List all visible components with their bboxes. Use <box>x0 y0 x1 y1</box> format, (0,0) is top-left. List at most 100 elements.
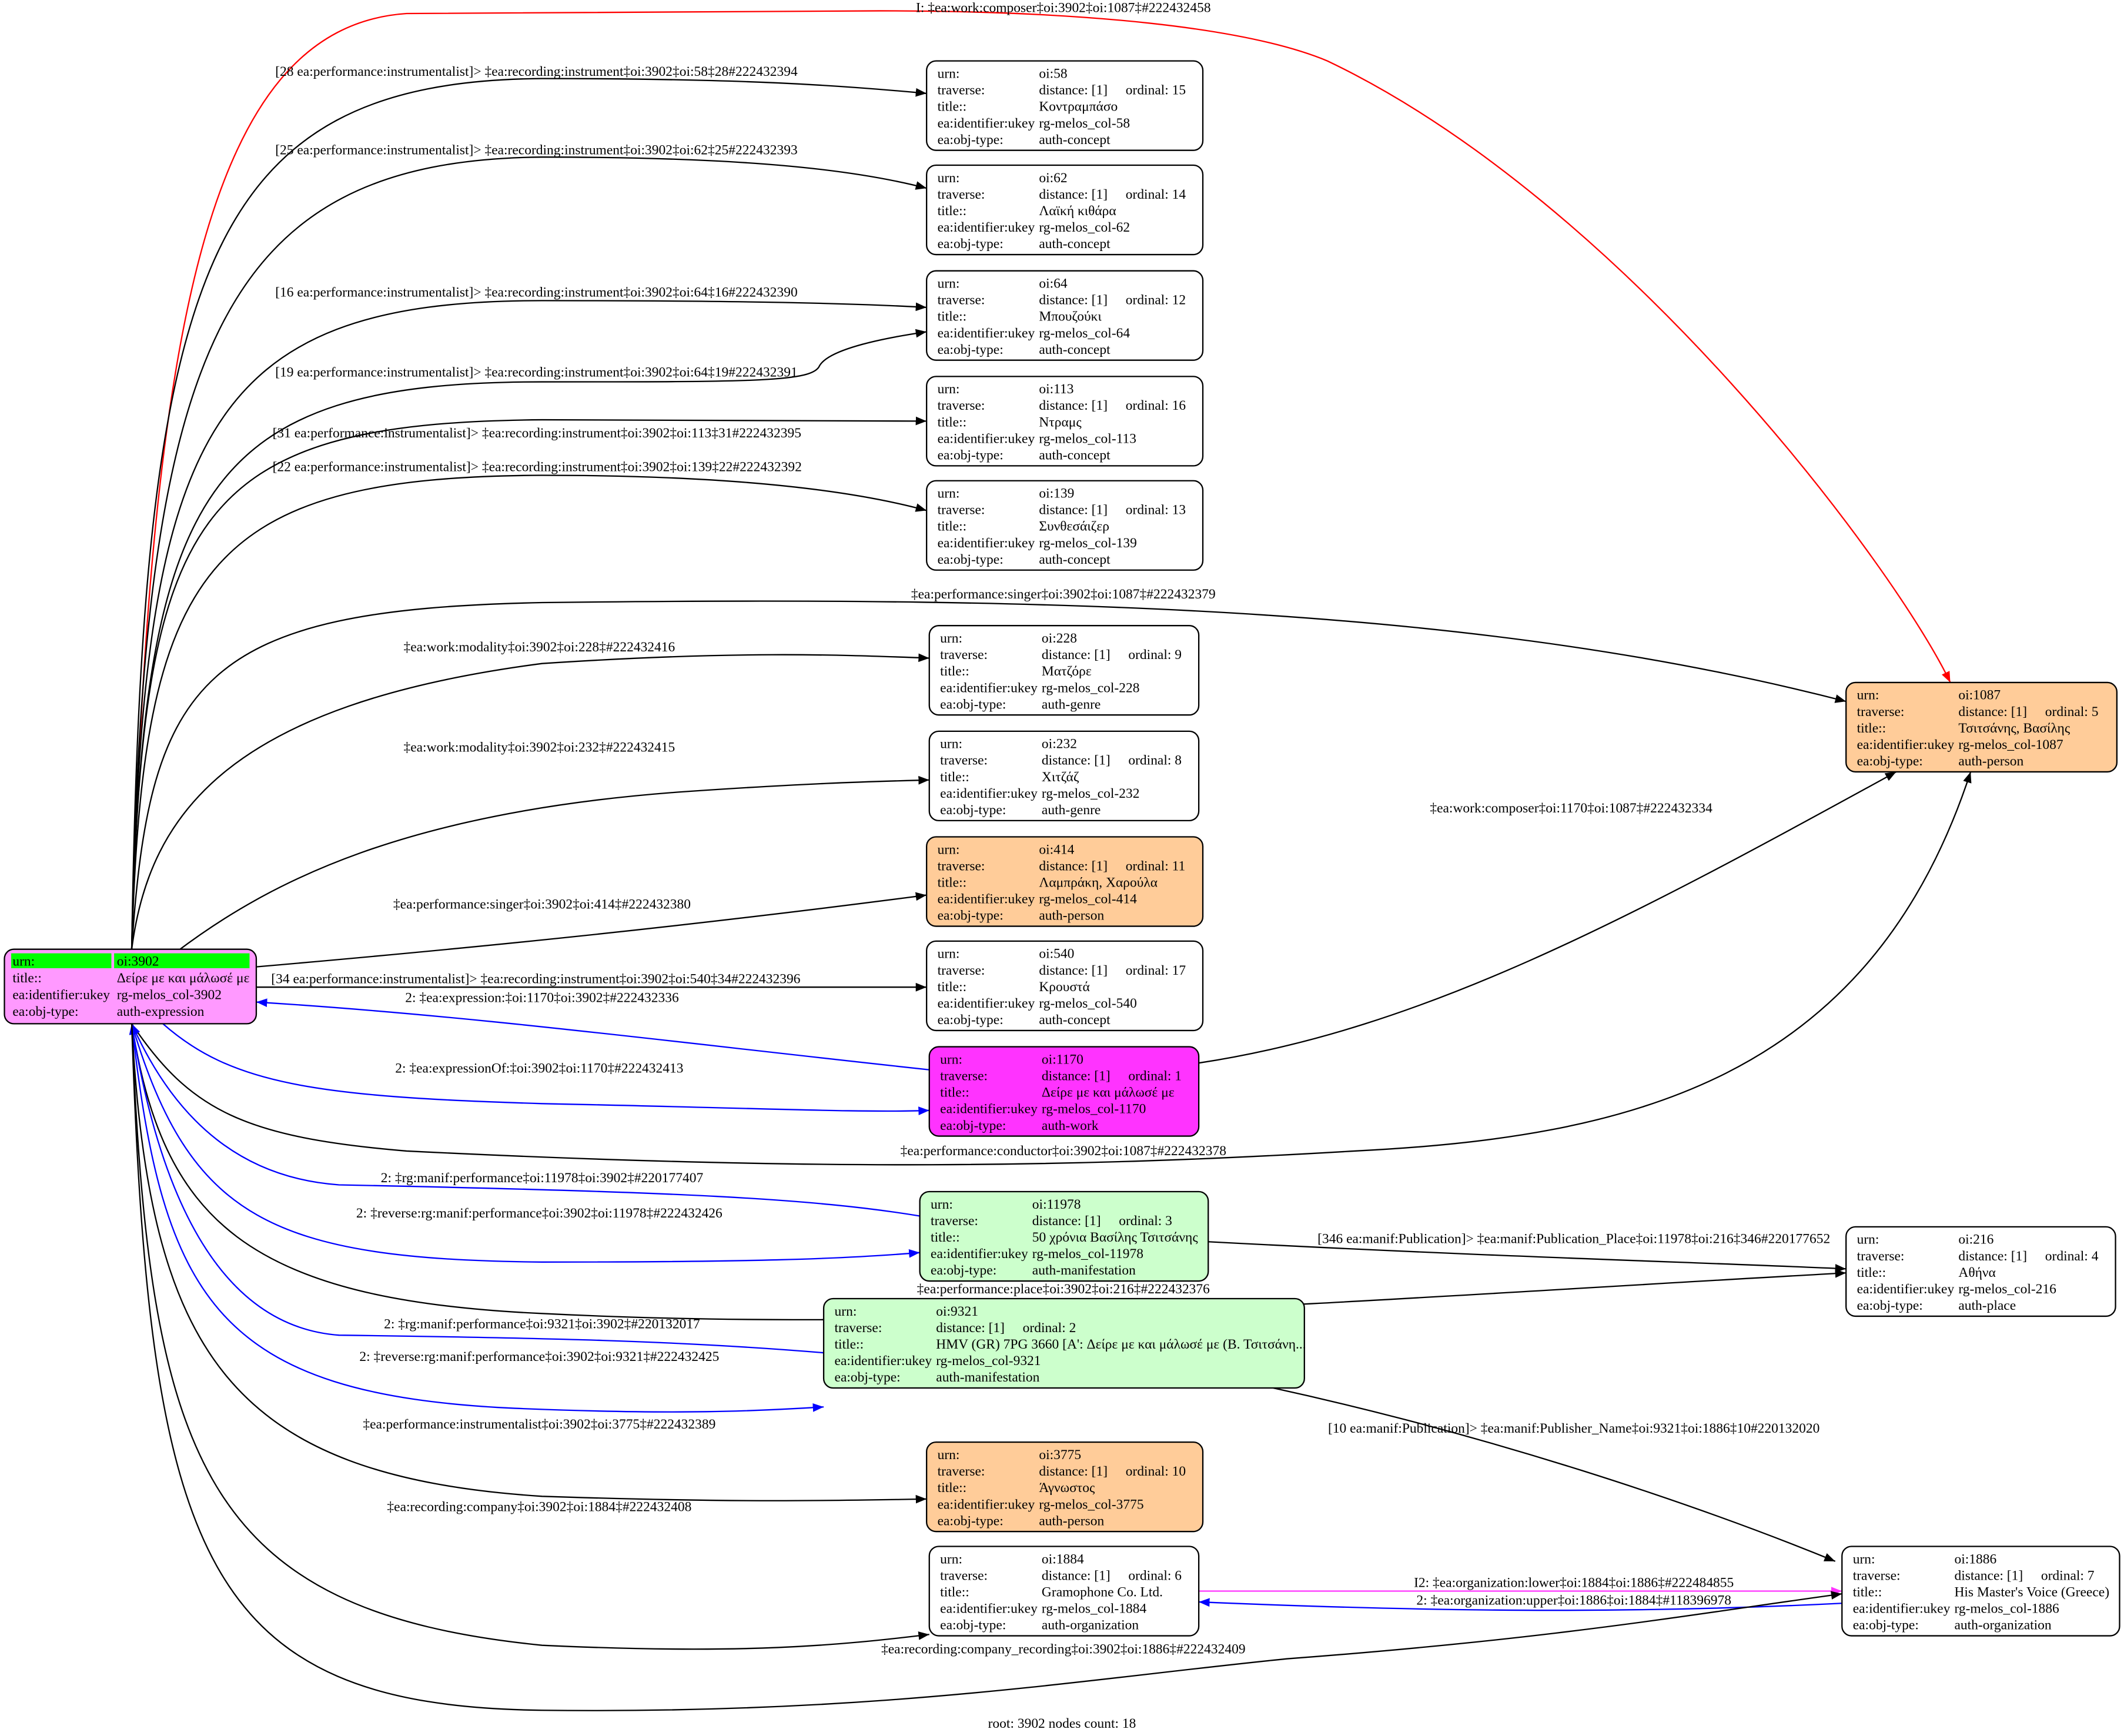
row-value-obj-type: auth-genre <box>1042 802 1101 818</box>
row-value-urn: oi:139 <box>1039 486 1074 501</box>
row-value-urn: oi:11978 <box>1032 1197 1081 1212</box>
edge-instrument-113[interactable] <box>131 416 927 949</box>
row-key-urn: urn: <box>1853 1551 1875 1567</box>
row-key-ukey: ea:identifier:ukey <box>1853 1601 1951 1617</box>
edge-label: ‡ea:recording:company‡oi:3902‡oi:1884‡#2… <box>387 1500 691 1515</box>
edge-label: ‡ea:performance:singer‡oi:3902‡oi:1087‡#… <box>911 587 1216 602</box>
row-value-title: HMV (GR) 7PG 3660 [A': Δείρε με και μάλω… <box>936 1337 1306 1352</box>
row-value-distance: distance: [1] <box>1042 1068 1110 1083</box>
row-value-urn: oi:216 <box>1958 1232 1993 1247</box>
edge-singer-414[interactable] <box>256 892 927 968</box>
row-value-distance: distance: [1] <box>1039 503 1108 518</box>
node-box <box>928 1046 1200 1137</box>
row-value-title: Λαϊκή κιθάρα <box>1039 203 1116 219</box>
row-key-urn: urn: <box>835 1304 857 1319</box>
row-key-traverse: traverse: <box>1857 704 1905 720</box>
edge-expression-1170-3902[interactable] <box>256 998 929 1071</box>
edge-publication-place-11978-216[interactable] <box>1208 1241 1847 1273</box>
row-key-traverse: traverse: <box>938 858 985 874</box>
row-value-ordinal: ordinal: 17 <box>1126 963 1186 978</box>
row-value-urn: oi:3902 <box>117 954 159 969</box>
edge-reverse-manif-3902-9321[interactable] <box>131 1023 824 1413</box>
row-value-urn: oi:414 <box>1039 842 1074 857</box>
row-key-traverse: traverse: <box>938 503 985 518</box>
row-value-ukey: rg-melos_col-11978 <box>1032 1246 1143 1262</box>
row-value-distance: distance: [1] <box>1042 647 1110 663</box>
row-key-ukey: ea:identifier:ukey <box>931 1246 1028 1262</box>
edge-label: I: ‡ea:work:composer‡oi:3902‡oi:1087‡#22… <box>916 1 1211 16</box>
footer-summary: root: 3902 nodes count: 18 <box>988 1716 1136 1731</box>
row-key-traverse: traverse: <box>938 187 985 202</box>
edge-instrument-139[interactable] <box>131 474 927 949</box>
row-key-ukey: ea:identifier:ukey <box>938 220 1035 235</box>
edge-place-216[interactable] <box>131 1023 1847 1321</box>
row-key-urn: urn: <box>940 1052 962 1067</box>
row-value-ukey: rg-melos_col-540 <box>1039 996 1137 1011</box>
row-key-title: title:: <box>938 309 967 325</box>
edge-manif-perf-9321-3902[interactable] <box>129 1023 824 1354</box>
edge-singer-1087[interactable] <box>131 600 1847 949</box>
edge-publisher-9321-1886[interactable] <box>1273 1387 1836 1562</box>
row-key-urn: urn: <box>938 486 960 501</box>
row-value-distance: distance: [1] <box>1039 1464 1108 1479</box>
edge-composer-1170-1087[interactable] <box>1198 771 1896 1064</box>
edge-modality-228[interactable] <box>131 653 929 949</box>
row-key-ukey: ea:identifier:ukey <box>938 892 1035 907</box>
edge-conductor-1087[interactable] <box>131 771 1972 1166</box>
edges <box>129 10 1972 1711</box>
row-key-urn: urn: <box>938 382 960 397</box>
edge-label: 2: ‡reverse:rg:manif:performance‡oi:3902… <box>356 1206 723 1221</box>
row-value-ukey: rg-melos_col-113 <box>1039 431 1136 446</box>
row-key-ukey: ea:identifier:ukey <box>940 1601 1038 1617</box>
row-value-obj-type: auth-concept <box>1039 552 1110 567</box>
row-value-title: Ματζόρε <box>1042 664 1092 679</box>
row-value-distance: distance: [1] <box>1042 1568 1110 1583</box>
row-value-ukey: rg-melos_col-58 <box>1039 116 1130 131</box>
edge-instrument-58[interactable] <box>131 78 927 949</box>
edge-instrument-64-19[interactable] <box>131 329 927 949</box>
edge-modality-232[interactable] <box>176 775 929 953</box>
edge-company-1884[interactable] <box>131 1023 929 1650</box>
node-box <box>1841 1546 2120 1637</box>
edge-company-recording-1886[interactable] <box>131 1023 1842 1711</box>
edge-reverse-manif-3902-11978[interactable] <box>131 1023 920 1263</box>
row-key-traverse: traverse: <box>938 293 985 308</box>
row-key-ukey: ea:identifier:ukey <box>938 326 1035 341</box>
edge-instrument-64-16[interactable] <box>131 300 927 949</box>
row-key-obj-type: ea:obj-type: <box>938 552 1004 567</box>
edge-composer-3902-1087[interactable] <box>131 10 1951 949</box>
edge-instrument-62[interactable] <box>131 156 927 949</box>
row-key-traverse: traverse: <box>940 1068 988 1083</box>
row-value-urn: oi:64 <box>1039 276 1068 291</box>
node-box <box>926 940 1204 1032</box>
row-value-title: Ντραμς <box>1039 414 1082 430</box>
node-box <box>926 270 1204 361</box>
row-key-ukey: ea:identifier:ukey <box>938 536 1035 551</box>
edge-instrumentalist-3775[interactable] <box>131 1023 927 1504</box>
row-key-obj-type: ea:obj-type: <box>12 1004 78 1019</box>
row-value-obj-type: auth-work <box>1042 1118 1099 1133</box>
node-box <box>926 164 1204 256</box>
row-key-obj-type: ea:obj-type: <box>938 342 1004 357</box>
edge-expressionOf-3902-1170[interactable] <box>162 1023 929 1115</box>
edge-manif-perf-11978-3902[interactable] <box>131 1023 920 1217</box>
row-key-title: title:: <box>940 1585 969 1600</box>
